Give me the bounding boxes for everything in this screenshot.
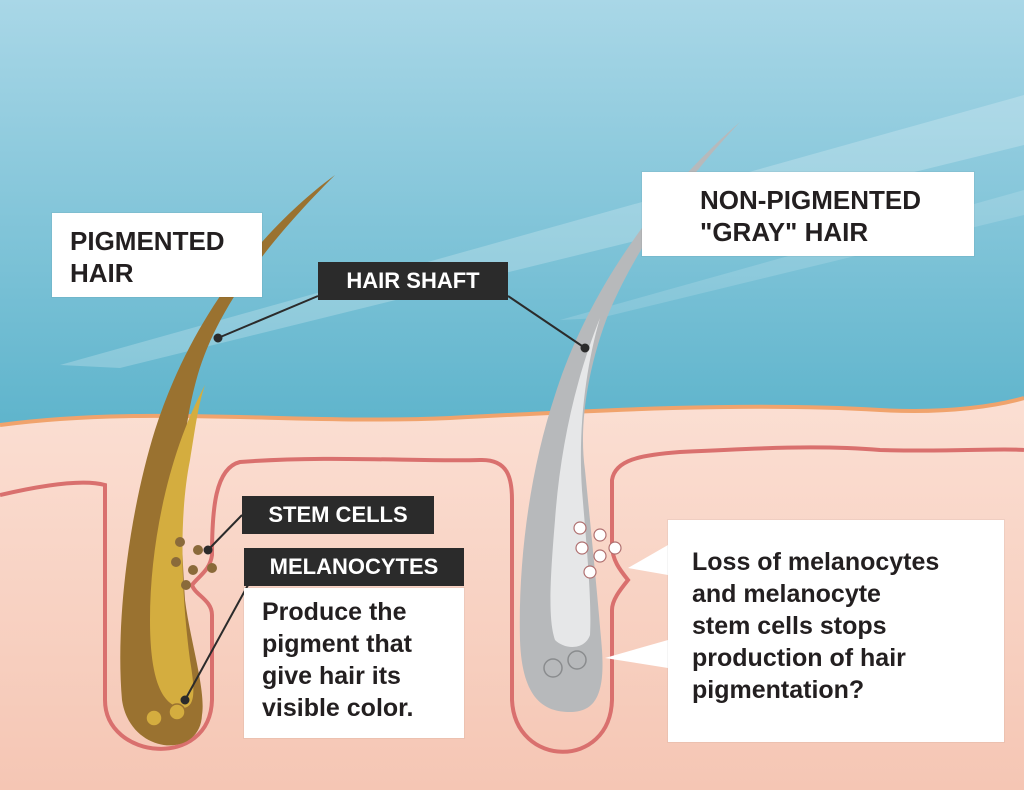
gray-hair-description: Loss of melanocytes and melanocyte stem … [668, 520, 1004, 742]
light-streak [60, 95, 1024, 368]
melanocyte-description-line-4: visible color. [262, 694, 414, 722]
gray-description-line-4: production of hair [692, 644, 906, 672]
stem-cells-tag: STEM CELLS [242, 496, 434, 534]
non-pigmented-hair-label: NON-PIGMENTED "GRAY" HAIR [642, 172, 974, 256]
melanocyte-description: Produce the pigment that give hair its v… [244, 588, 464, 738]
pigmented-hair-label: PIGMENTED HAIR [52, 213, 262, 297]
pigmented-hair-label-line-1: PIGMENTED [70, 226, 225, 256]
dermis-outline [0, 445, 1024, 754]
gray-description-line-2: and melanocyte [692, 580, 881, 608]
gray-empty-stem-cells [573, 521, 622, 579]
pigmented-hair-core [150, 385, 205, 708]
melanocyte-description-line-3: give hair its [262, 662, 401, 690]
gray-hair-core [550, 318, 600, 647]
melanocyte-description-line-1: Produce the [262, 598, 407, 626]
gray-description-line-1: Loss of melanocytes [692, 548, 940, 576]
gray-melanocytes [543, 650, 587, 678]
pigmented-melanocytes [145, 703, 186, 727]
pigmented-hair-label-line-2: HAIR [70, 258, 134, 288]
non-pigmented-hair-label-line-2: "GRAY" HAIR [700, 217, 869, 247]
pigmented-stem-cells [171, 537, 217, 590]
gray-description-line-3: stem cells stops [692, 612, 887, 640]
callout-pointer-stem [628, 545, 668, 575]
leader-lines [180, 295, 590, 705]
melanocyte-description-line-2: pigment that [262, 630, 412, 658]
non-pigmented-hair-label-line-1: NON-PIGMENTED [700, 185, 921, 215]
hair-shaft-tag: HAIR SHAFT [318, 262, 508, 300]
callout-pointer-melanocyte [605, 640, 668, 668]
melanocytes-tag: MELANOCYTES [244, 548, 464, 586]
gray-description-line-5: pigmentation? [692, 676, 865, 704]
